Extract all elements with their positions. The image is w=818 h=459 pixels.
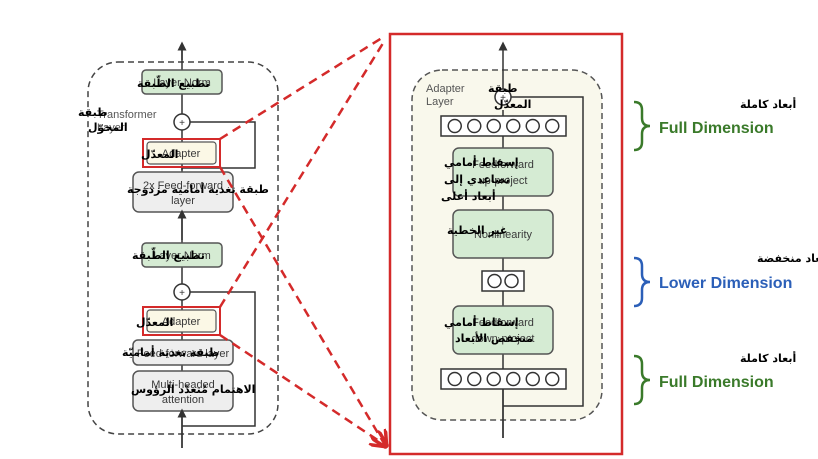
ar-full-dimension-top: أبعاد كاملة: [740, 97, 796, 111]
ar-adapter-bottom: المعدّل: [136, 316, 173, 329]
ar-down-project-1: إسقاط أمامي: [444, 315, 519, 329]
dimension-labels: أبعاد كاملة Full Dimension أبعاد منخفضة …: [633, 97, 818, 406]
lower-dimension-label: Lower Dimension: [659, 275, 792, 292]
add-operation-top-icon: [173, 113, 191, 131]
ar-adapter-top: المعدّل: [141, 148, 178, 161]
ar-up-project-2: تصاعدي إلى: [444, 173, 510, 186]
zoom-line-top-2: [218, 166, 385, 445]
ffn-2x-label-1: 2x Feed-forward: [143, 180, 223, 192]
ar-down-project-2: منخفض الأبعاد: [455, 331, 533, 345]
adapter-top-box: [146, 141, 217, 165]
ar-ffn-2x: طبقة تغذية أمامية مزدوجة: [127, 182, 269, 196]
neuron-middle: [487, 273, 502, 289]
adapter-layer-panel: + Adapter Layer Feedforward up-project N…: [388, 32, 624, 456]
add-operation-bottom-icon: [173, 283, 191, 301]
layer-norm-bottom-label: Layer Norm: [153, 250, 210, 262]
zoom-lines: [218, 34, 387, 445]
up-project-box: [452, 147, 554, 197]
ar-nonlinearity: غير الخطية: [447, 224, 507, 237]
ar-layer-norm-top: تطبيع الطّبقة: [137, 75, 210, 90]
neuron-top: [467, 118, 482, 134]
layer-norm-top-box: [141, 69, 223, 95]
ar-ffn: طبقة تغذية أماميّة: [122, 345, 219, 359]
ar-adapter-layer-2: المعدّل: [494, 98, 531, 111]
neurons-middle-group: [487, 273, 519, 289]
up-project-label-1: Feedforward: [472, 159, 534, 171]
zoom-line-bottom-1: [218, 39, 387, 308]
transformer-layer-label-2: Layer: [97, 122, 125, 134]
ffn-box: [132, 339, 234, 366]
adapter-skip-connection: [503, 96, 584, 407]
zoom-line-top-1: [219, 34, 386, 141]
plus-top: +: [179, 118, 185, 129]
ffn-2x-label-2: layer: [171, 195, 195, 207]
neuron-bottom: [447, 371, 462, 387]
neurons-top-group: [447, 118, 560, 134]
full-dimension-bottom-label: Full Dimension: [659, 374, 774, 391]
up-project-label-2: up-project: [479, 175, 528, 187]
neuron-bottom: [467, 371, 482, 387]
neuron-bottom: [506, 371, 521, 387]
neuron-top: [506, 118, 521, 134]
layer-norm-bottom-box: [141, 242, 223, 268]
neuron-bottom: [545, 371, 560, 387]
transformer-layer-panel: Layer Norm + Transformer Layer Adapter 2…: [78, 41, 279, 448]
neuron-bottom: [525, 371, 540, 387]
layer-norm-top-label: Layer Norm: [153, 77, 210, 89]
brace-full-top-icon: [633, 100, 651, 152]
adapter-bottom-highlight: [142, 306, 221, 336]
mha-label-1: Multi-headed: [151, 379, 215, 391]
skip-connection-top: [181, 121, 256, 170]
ar-mha: الاهتمام مُتعدّد الرؤوس: [131, 383, 255, 396]
neuron-top: [486, 118, 501, 134]
down-project-box: [452, 305, 554, 355]
mha-label-2: attention: [162, 394, 204, 406]
ar-adapter-layer-1: طبقة: [488, 82, 517, 95]
adapter-plus: +: [500, 93, 506, 104]
adapter-top-highlight: [142, 138, 221, 168]
plus-bottom: +: [179, 288, 185, 299]
nonlinearity-box: [452, 209, 554, 259]
ar-up-project-1: إسقاط أمامي: [444, 155, 519, 169]
neuron-top: [447, 118, 462, 134]
zoom-line-bottom-2: [219, 333, 385, 445]
adapter-add-icon: [494, 88, 512, 106]
neuron-top: [545, 118, 560, 134]
adapter-layer-label-2: Layer: [426, 96, 454, 108]
adapter-bottom-label: Adapter: [162, 316, 201, 328]
neuron-middle: [504, 273, 519, 289]
ar-lower-dimension: أبعاد منخفضة: [757, 251, 818, 265]
transformer-layer-boundary: [87, 61, 279, 435]
neuron-bottom: [486, 371, 501, 387]
neurons-bottom-group: [447, 371, 560, 387]
ar-up-project-3: أبعاد أعلى: [441, 189, 496, 203]
transformer-layer-label-1: Transformer: [97, 109, 157, 121]
skip-connection-bottom: [182, 291, 256, 427]
neuron-top: [525, 118, 540, 134]
down-project-label-1: Feedforward: [472, 317, 534, 329]
brace-full-bottom-icon: [633, 354, 651, 406]
down-project-label-2: down-project: [472, 333, 535, 345]
nonlinearity-label: Nonlinearity: [474, 229, 533, 241]
adapter-top-label: Adapter: [162, 148, 201, 160]
adapter-bottom-box: [146, 309, 217, 333]
ar-transformer-layer-2: المحوّل: [88, 121, 128, 134]
ar-full-dimension-bottom: أبعاد كاملة: [740, 351, 796, 365]
ffn-label: Feed-forward layer: [137, 348, 230, 360]
brace-lower-icon: [633, 256, 651, 308]
full-dimension-top-label: Full Dimension: [659, 120, 774, 137]
adapter-layer-label-1: Adapter: [426, 83, 465, 95]
ar-layer-norm-bottom: تطبيع الطّبقة: [132, 247, 205, 262]
ar-transformer-layer-1: طبقة: [78, 106, 107, 119]
